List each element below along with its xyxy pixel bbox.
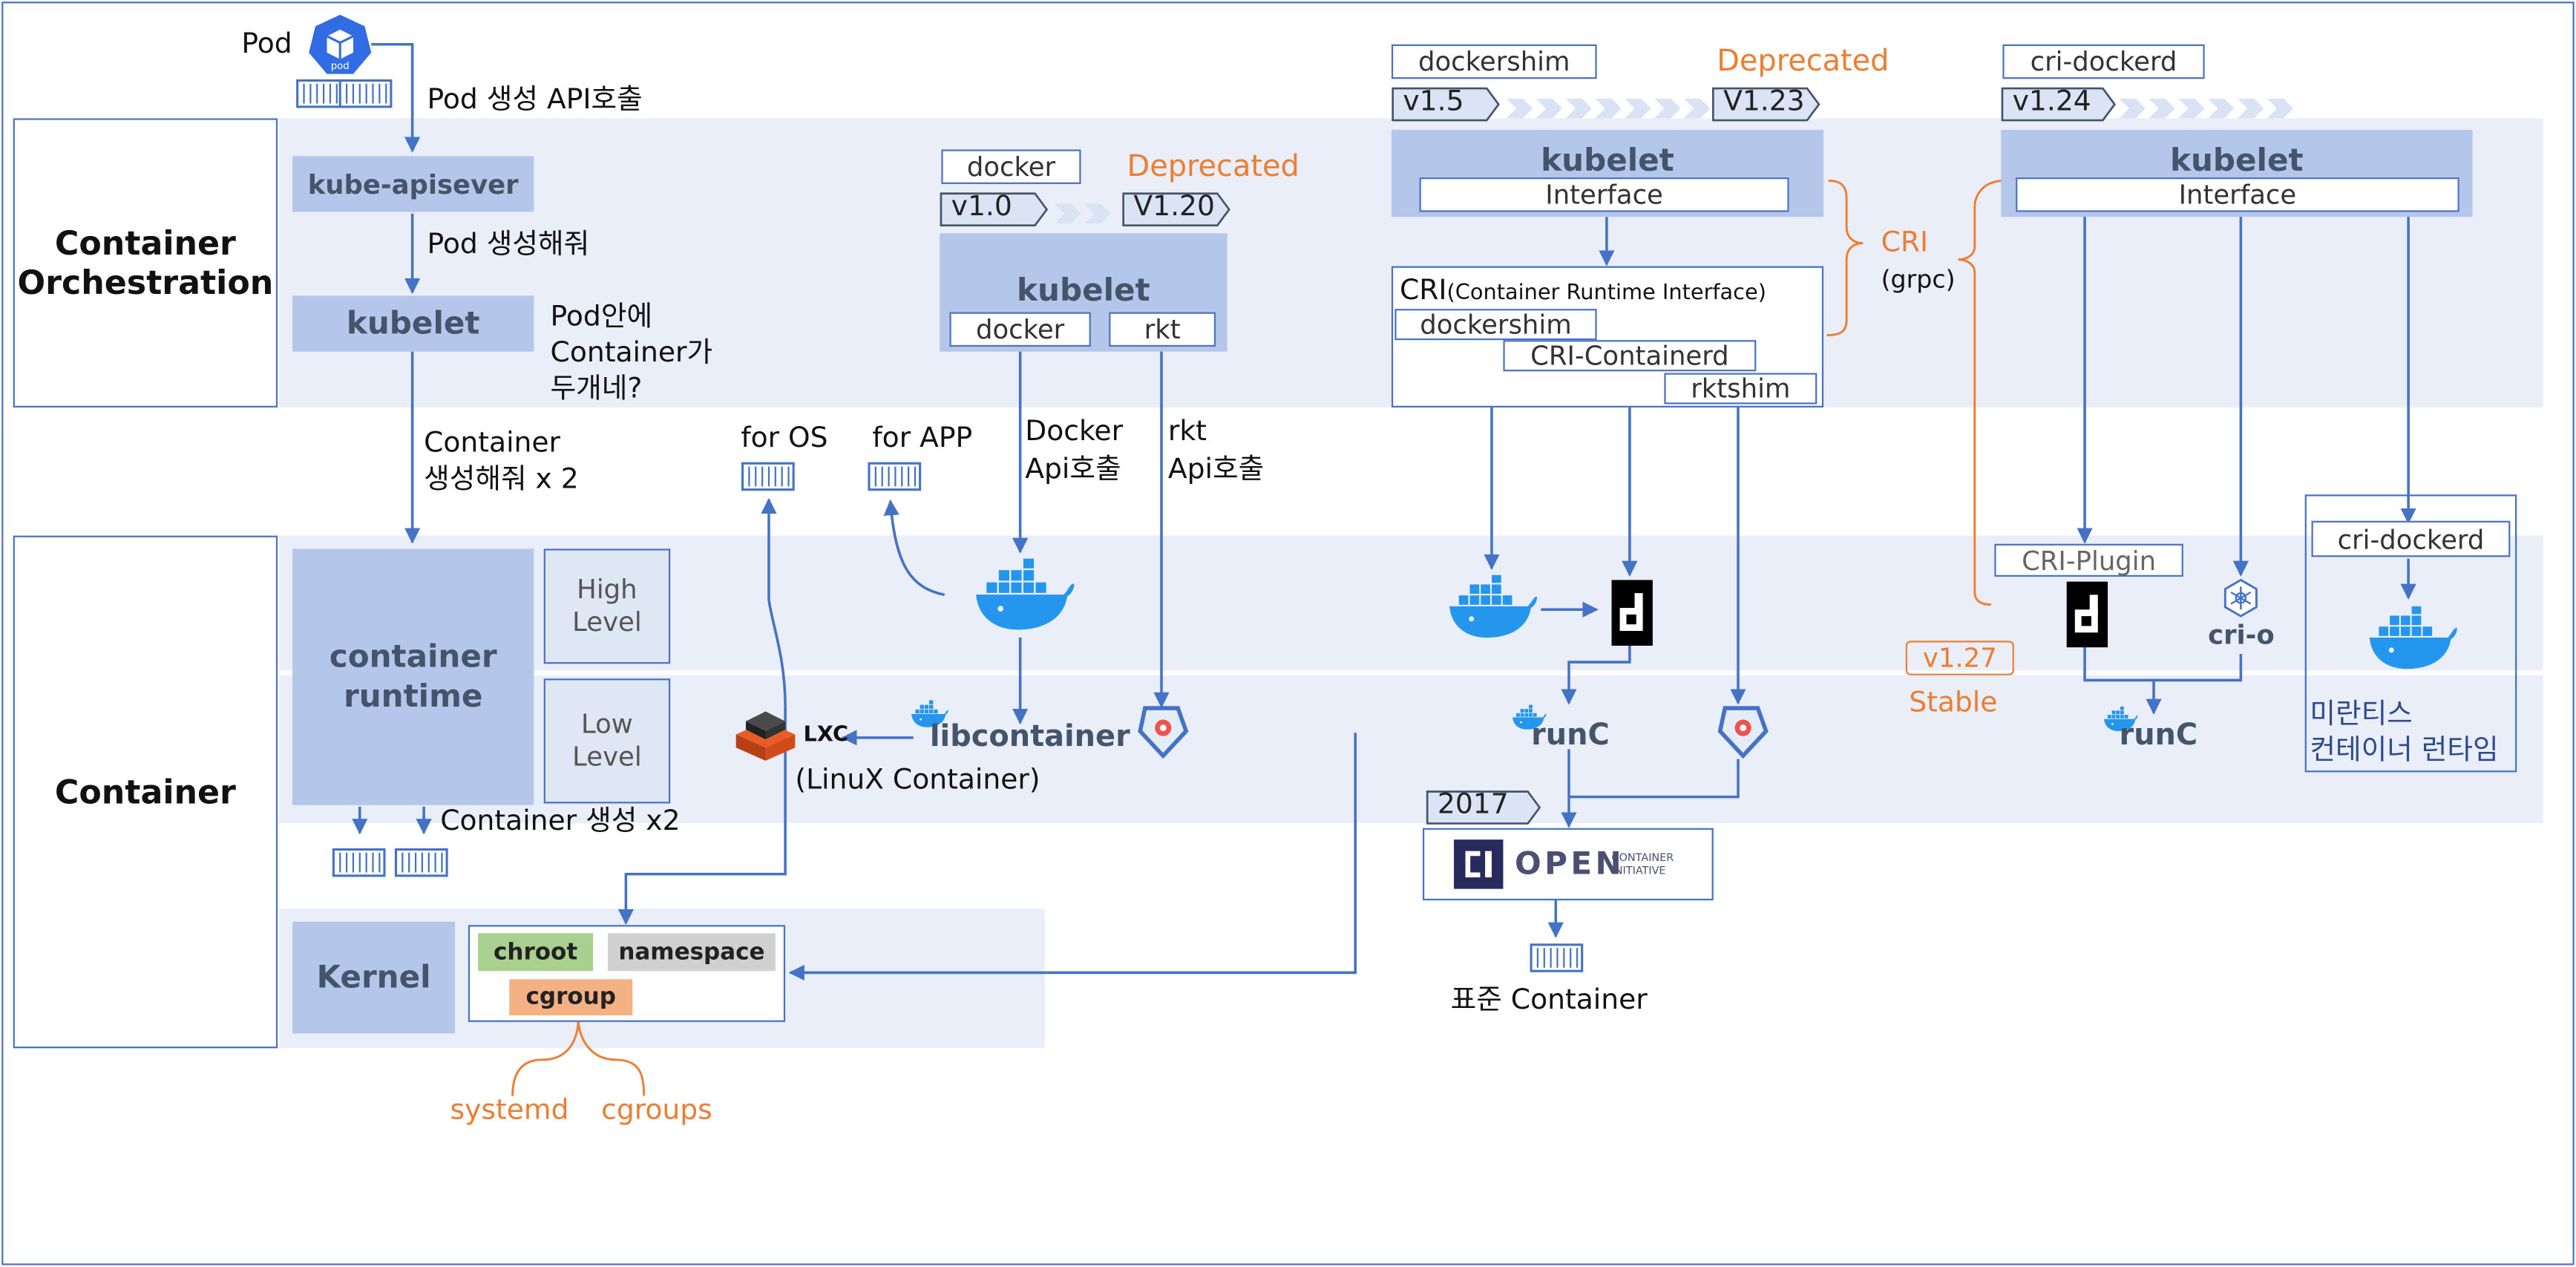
- cri-plugin-box: CRI-Plugin: [1994, 543, 2183, 577]
- container-icon: [332, 848, 386, 884]
- standard-container-text: 표준 Container: [1450, 983, 1648, 1018]
- interface-box-cri-dockerd: Interface: [2016, 177, 2459, 212]
- cri-subtitle: (Container Runtime Interface): [1446, 281, 1766, 306]
- cri-containerd-box: CRI-Containerd: [1503, 340, 1757, 372]
- docker-api-call-text: Docker Api호출: [1025, 416, 1124, 487]
- chevron-arrows: [2119, 94, 2297, 125]
- oci-logo: OPEN CONTAINER INITIATIVE: [1422, 828, 1714, 901]
- docker-sub-box: docker: [949, 312, 1091, 347]
- cri-dockerd-box: cri-dockerd: [2311, 520, 2511, 557]
- for-app-text: for APP: [872, 422, 973, 456]
- chevron-arrows: [1506, 94, 1714, 125]
- version-tag-v1-0: v1.0: [940, 191, 1049, 227]
- lxc-icon: [733, 708, 799, 764]
- docker-whale-icon: [2103, 706, 2139, 733]
- libcontainer-label: libcontainer: [929, 719, 1130, 755]
- cri-o-label: cri-o: [2208, 619, 2275, 651]
- rkt-icon: [1135, 701, 1191, 767]
- mirantis-label: 미란티스 컨테이너 런타임: [2310, 698, 2499, 767]
- rktshim-box: rktshim: [1664, 373, 1818, 405]
- cri-o-icon: [2221, 578, 2261, 618]
- oci-main-text: OPEN: [1514, 846, 1625, 883]
- cri-label: CRI: [1881, 226, 1929, 260]
- docker-whale-icon: [972, 557, 1078, 635]
- containerd-icon: [1610, 578, 1654, 654]
- v127-label: v1.27: [1922, 642, 1997, 674]
- container-runtime-box: container runtime: [292, 549, 534, 805]
- dockershim-title-box: dockershim: [1391, 44, 1597, 79]
- docker-whale-icon: [1512, 704, 1548, 731]
- container-icon: [338, 79, 393, 115]
- container-icon: [868, 462, 922, 498]
- version-tag-v1-5: v1.5: [1392, 86, 1500, 122]
- create-x2-text: Container 생성 x2: [440, 805, 681, 838]
- make-pod-text: Pod 생성해줘: [427, 228, 590, 261]
- kubernetes-pod-icon: pod: [307, 13, 373, 79]
- cri-title: CRI(Container Runtime Interface): [1399, 274, 1766, 307]
- container-icon: [1530, 943, 1584, 980]
- kube-apiserver-box: kube-apisever: [292, 156, 534, 212]
- make-container-text: Container 생성해줘 x 2: [424, 427, 579, 497]
- oci-mark: [1454, 839, 1504, 889]
- rkt-api-call-text: rkt Api호출: [1167, 416, 1265, 487]
- version-tag-v1-23: V1.23: [1712, 86, 1820, 122]
- kernel-box: Kernel: [292, 921, 456, 1034]
- docker-deprecated-text: Deprecated: [1127, 149, 1300, 184]
- docker-whale-icon: [910, 700, 949, 730]
- version-tag-v1-20: V1.20: [1122, 191, 1230, 227]
- pod-icon-text: pod: [330, 60, 350, 73]
- high-level-box: High Level: [543, 549, 671, 664]
- dockershim-box: dockershim: [1394, 309, 1597, 341]
- oci-sub-text: CONTAINER INITIATIVE: [1611, 851, 1674, 878]
- namespace-pill: namespace: [608, 933, 776, 972]
- for-os-text: for OS: [741, 422, 828, 456]
- kubelet-box-left: kubelet: [292, 295, 534, 352]
- container-icon: [394, 848, 448, 884]
- systemd-text: systemd: [450, 1094, 569, 1127]
- rkt-sub-box: rkt: [1109, 312, 1216, 347]
- containerd-icon: [2065, 580, 2109, 655]
- year-tag-2017: 2017: [1426, 790, 1541, 825]
- stable-label: Stable: [1909, 687, 1998, 720]
- pod-api-call-text: Pod 생성 API호출: [427, 83, 643, 117]
- docker-title-box: docker: [941, 149, 1081, 184]
- section-orchestration: Container Orchestration: [13, 118, 278, 407]
- question-text: Pod안에 Container가 두개네?: [550, 301, 713, 406]
- chevron-arrows: [1055, 199, 1114, 230]
- container-icon: [741, 462, 795, 498]
- cri-dockerd-title-box: cri-dockerd: [2002, 44, 2205, 79]
- v127-box: v1.27: [1905, 641, 2014, 675]
- grpc-label: (grpc): [1881, 264, 1956, 295]
- lxc-caption: (LinuX Container): [795, 764, 1040, 797]
- chroot-pill: chroot: [478, 933, 594, 972]
- cgroups-text: cgroups: [601, 1094, 712, 1127]
- cgroup-pill: cgroup: [509, 979, 633, 1016]
- runc-label-dockershim: runC: [1531, 718, 1610, 753]
- lxc-text: LXC: [803, 722, 849, 748]
- mirantis-box: [2304, 494, 2517, 773]
- low-level-box: Low Level: [543, 678, 671, 804]
- interface-box-dockershim: Interface: [1419, 177, 1789, 212]
- docker-whale-icon: [1446, 573, 1541, 641]
- section-container: Container: [13, 535, 278, 1049]
- pod-label: Pod: [241, 27, 292, 61]
- version-tag-v1-24: v1.24: [2001, 86, 2116, 122]
- dockershim-deprecated-text: Deprecated: [1717, 44, 1890, 79]
- rkt-icon: [1715, 701, 1771, 767]
- docker-whale-icon: [2366, 604, 2461, 672]
- runc-label-cri-dockerd: runC: [2119, 718, 2198, 753]
